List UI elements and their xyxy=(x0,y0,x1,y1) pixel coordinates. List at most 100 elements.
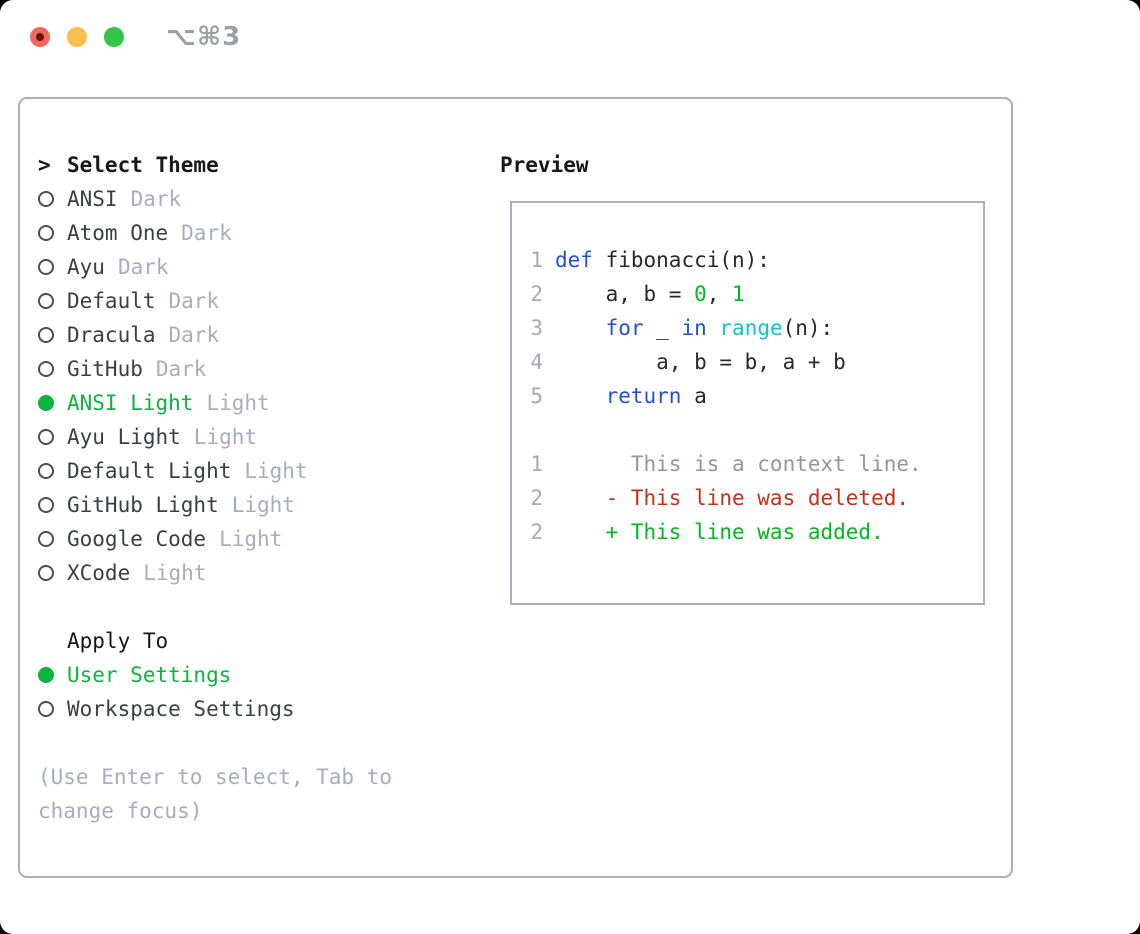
option-label: ANSI xyxy=(67,187,118,211)
radio-icon xyxy=(38,429,54,445)
option-label: Google Code xyxy=(67,527,207,551)
spacer xyxy=(38,590,392,624)
code-segment-plain xyxy=(555,384,606,408)
theme-variant-label: Light xyxy=(244,459,308,483)
line-number: 4 xyxy=(530,350,543,374)
traffic-lights xyxy=(0,27,124,47)
theme-option-github-light[interactable]: GitHub Light Light xyxy=(38,488,392,522)
window-title: ⌥⌘3 xyxy=(166,22,242,52)
option-label: Workspace Settings xyxy=(67,697,295,721)
help-text: (Use Enter to select, Tab to change focus… xyxy=(38,760,392,828)
radio-icon xyxy=(38,293,54,309)
code-segment-num: 1 xyxy=(732,282,745,306)
close-button[interactable] xyxy=(30,27,50,47)
option-label: Atom One xyxy=(67,221,169,245)
option-label: Default Light xyxy=(67,459,232,483)
option-label: GitHub xyxy=(67,357,143,381)
help-text-line: change focus) xyxy=(38,799,203,823)
apply-to-option-workspace-settings[interactable]: Workspace Settings xyxy=(38,692,392,726)
option-label: Default xyxy=(67,289,156,313)
theme-option-ayu[interactable]: Ayu Dark xyxy=(38,250,392,284)
radio-selected-icon xyxy=(38,395,54,411)
spacer xyxy=(38,726,392,760)
line-number: 2 xyxy=(530,486,543,510)
apply-to-header: Apply To xyxy=(38,624,392,658)
code-segment-plain: a, b = b, a + b xyxy=(555,350,846,374)
theme-variant-label: Dark xyxy=(181,221,232,245)
theme-variant-label: Light xyxy=(231,493,295,517)
option-label: Ayu xyxy=(67,255,105,279)
radio-icon xyxy=(38,327,54,343)
theme-option-dracula[interactable]: Dracula Dark xyxy=(38,318,392,352)
code-segment-plain: a, b = xyxy=(555,282,695,306)
code-line: 1 This is a context line. xyxy=(530,447,983,481)
code-line: 4 a, b = b, a + b xyxy=(530,345,983,379)
option-label: ANSI Light xyxy=(67,391,194,415)
code-segment-kw: return xyxy=(605,384,682,408)
code-segment-plain xyxy=(555,316,606,340)
radio-icon xyxy=(38,701,54,717)
theme-option-atom-one[interactable]: Atom One Dark xyxy=(38,216,392,250)
theme-variant-label: Light xyxy=(193,425,258,449)
theme-variant-label: Light xyxy=(206,391,270,415)
theme-option-ayu-light[interactable]: Ayu Light Light xyxy=(38,420,392,454)
radio-icon xyxy=(38,565,54,581)
radio-icon xyxy=(38,531,54,547)
window-titlebar: ⌥⌘3 xyxy=(0,0,1140,74)
radio-icon xyxy=(38,497,54,513)
minimize-button[interactable] xyxy=(67,27,87,47)
preview-title: Preview xyxy=(500,153,589,177)
theme-option-ansi-light[interactable]: ANSI Light Light xyxy=(38,386,392,420)
option-label: XCode xyxy=(67,561,131,585)
line-number: 1 xyxy=(530,248,543,272)
radio-icon xyxy=(38,361,54,377)
cursor-indicator: > xyxy=(38,153,51,177)
code-segment-kw: in xyxy=(681,316,707,340)
line-number: 1 xyxy=(530,452,543,476)
code-segment-num: 0 xyxy=(694,282,707,306)
code-segment-add: + This line was added. xyxy=(555,520,884,544)
code-segment-kw: def xyxy=(555,248,593,272)
option-label: Dracula xyxy=(67,323,156,347)
line-number: 2 xyxy=(530,282,543,306)
theme-variant-label: Dark xyxy=(117,255,169,279)
theme-variant-label: Dark xyxy=(168,323,220,347)
select-theme-header: > Select Theme xyxy=(38,148,392,182)
select-theme-title: Select Theme xyxy=(67,153,219,177)
apply-to-option-user-settings[interactable]: User Settings xyxy=(38,658,392,692)
code-segment-ctx: This is a context line. xyxy=(555,452,922,476)
apply-to-title: Apply To xyxy=(67,629,169,653)
theme-option-ansi[interactable]: ANSI Dark xyxy=(38,182,392,216)
zoom-button[interactable] xyxy=(104,27,124,47)
radio-icon xyxy=(38,225,54,241)
theme-option-default[interactable]: Default Dark xyxy=(38,284,392,318)
option-label: GitHub Light xyxy=(67,493,219,517)
code-line: 2 a, b = 0, 1 xyxy=(530,277,983,311)
radio-selected-icon xyxy=(38,667,54,683)
code-segment-plain: a xyxy=(681,384,707,408)
theme-variant-label: Dark xyxy=(168,289,220,313)
radio-icon xyxy=(38,259,54,275)
code-segment-plain xyxy=(707,316,720,340)
code-segment-plain: (n): xyxy=(782,316,834,340)
radio-icon xyxy=(38,463,54,479)
theme-option-default-light[interactable]: Default Light Light xyxy=(38,454,392,488)
code-segment-del: - This line was deleted. xyxy=(555,486,910,510)
help-text-line: (Use Enter to select, Tab to xyxy=(38,765,393,789)
code-segment-plain: fibonacci(n): xyxy=(592,248,770,272)
option-label: Ayu Light xyxy=(67,425,181,449)
line-number: 5 xyxy=(530,384,543,408)
code-segment-kw: for xyxy=(605,316,644,340)
theme-variant-label: Dark xyxy=(130,187,182,211)
close-button-dot-icon xyxy=(36,33,44,41)
code-line: 3 for _ in range(n): xyxy=(530,311,983,345)
